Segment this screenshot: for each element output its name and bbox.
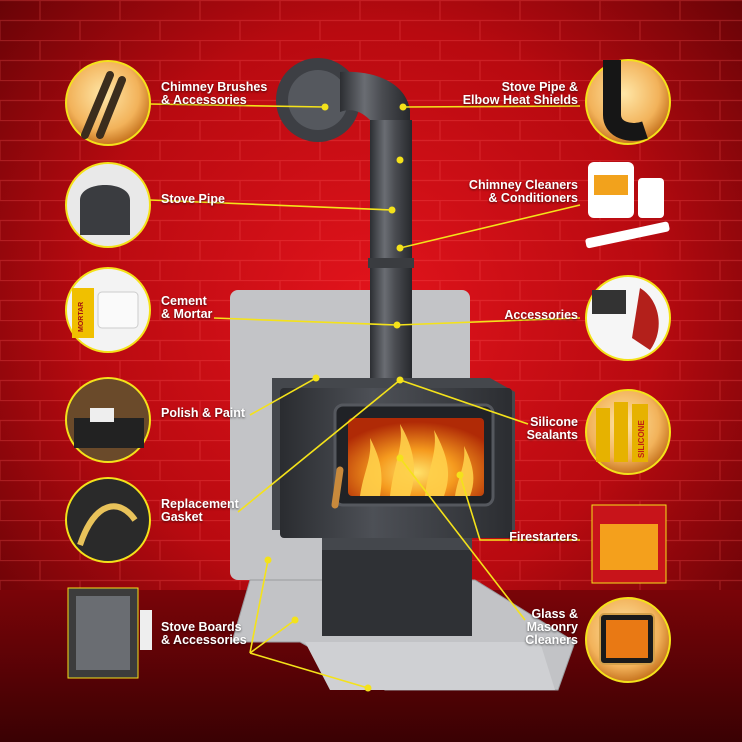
gasket-rope-icon xyxy=(65,477,151,563)
elbow-pipe-icon xyxy=(585,59,671,145)
stove-board-icon xyxy=(67,587,152,679)
label-firestarters: Firestarters xyxy=(509,531,578,544)
label-line: & Mortar xyxy=(161,307,213,321)
mortar-tub-icon: MORTAR xyxy=(65,267,151,353)
label-line: Polish & Paint xyxy=(161,406,246,420)
gloves-grate-icon xyxy=(585,275,671,361)
chimney-brush-icon xyxy=(65,60,151,146)
label-line: Silicone xyxy=(530,415,578,429)
connector-dots xyxy=(264,103,464,692)
door-handle xyxy=(331,466,344,509)
label-line: Cleaners xyxy=(525,633,578,647)
silicone-product-text: SILICONE xyxy=(637,420,646,458)
stove-pipe-upper xyxy=(370,120,412,260)
label-line: Stove Pipe & xyxy=(501,80,578,94)
label-line: Sealants xyxy=(526,428,578,442)
firestarter-box-icon xyxy=(591,504,667,584)
mortar-product-text: MORTAR xyxy=(78,302,85,332)
label-line: Elbow Heat Shields xyxy=(462,93,578,107)
label-line: Masonry xyxy=(526,620,578,634)
label-line: Chimney Brushes xyxy=(161,80,268,94)
stove-pipe-icon xyxy=(65,162,151,248)
cleaner-jars-icon xyxy=(585,162,670,249)
label-glass-cleaners: Glass & Masonry Cleaners xyxy=(525,608,578,647)
label-line: & Accessories xyxy=(161,633,247,647)
label-chimney-cleaners: Chimney Cleaners & Conditioners xyxy=(469,179,578,205)
connector-lines xyxy=(149,103,581,689)
sealant-tubes-icon: SILICONE xyxy=(585,389,671,475)
label-line: Accessories xyxy=(504,308,578,322)
label-line: Gasket xyxy=(161,510,203,524)
label-replacement-gasket: Replacement Gasket xyxy=(161,498,239,524)
label-stove-pipe: Stove Pipe xyxy=(161,193,225,206)
label-stove-boards: Stove Boards & Accessories xyxy=(161,621,247,647)
label-line: Cement xyxy=(161,294,207,308)
label-line: Firestarters xyxy=(509,530,578,544)
label-pipe-heat-shields: Stove Pipe & Elbow Heat Shields xyxy=(463,81,578,107)
label-chimney-brushes: Chimney Brushes & Accessories xyxy=(161,81,267,107)
label-line: Stove Pipe xyxy=(161,192,225,206)
label-cement-mortar: Cement & Mortar xyxy=(161,295,212,321)
label-silicone-sealants: Silicone Sealants xyxy=(527,416,578,442)
glass-door-icon xyxy=(585,597,671,683)
label-polish-paint: Polish & Paint xyxy=(161,407,245,420)
polish-cloth-icon xyxy=(65,377,151,463)
label-line: Replacement xyxy=(161,497,239,511)
label-accessories: Accessories xyxy=(504,309,578,322)
label-line: & Conditioners xyxy=(488,191,578,205)
fire-window xyxy=(348,418,484,496)
stove-pedestal xyxy=(322,538,472,636)
stove-board-front xyxy=(305,642,555,690)
label-line: & Accessories xyxy=(161,93,247,107)
label-line: Stove Boards xyxy=(161,620,242,634)
label-line: Chimney Cleaners xyxy=(468,178,578,192)
label-line: Glass & xyxy=(531,607,578,621)
